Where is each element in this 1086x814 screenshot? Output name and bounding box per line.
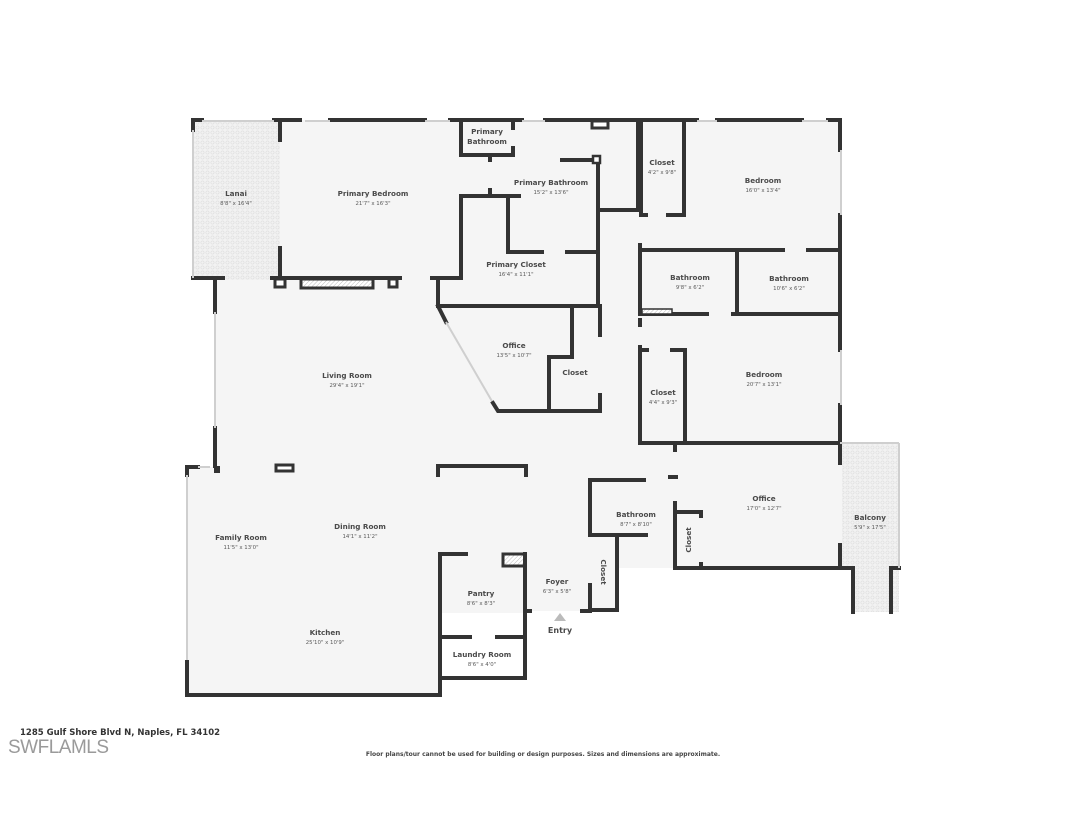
dining-room-label: Dining Room [334, 522, 386, 531]
lanai-dims: 8'8" x 16'4" [220, 201, 252, 207]
primary-bathroom-small-label: Primary [471, 127, 503, 136]
property-address: 1285 Gulf Shore Blvd N, Naples, FL 34102 [20, 728, 221, 738]
kitchen-label: Kitchen [310, 628, 341, 637]
bedroom-ne-label: Bedroom [745, 176, 781, 185]
balcony-floor [842, 443, 899, 612]
bathroom-e1-dims: 9'8" x 6'2" [676, 285, 704, 291]
primary-bedroom-label: Primary Bedroom [338, 189, 409, 198]
balcony-label: Balcony [854, 513, 886, 522]
closet-center-label: Closet [562, 368, 588, 377]
family-room-label: Family Room [215, 533, 267, 542]
mls-watermark: SWFLAMLS [8, 737, 109, 758]
foyer-label: Foyer [546, 577, 569, 586]
bathroom-e1-label: Bathroom [670, 273, 710, 282]
primary-closet-label: Primary Closet [486, 260, 546, 269]
office-se-label: Office [752, 494, 775, 503]
bedroom-e-label: Bedroom [746, 370, 782, 379]
bathroom-e2-dims: 10'6" x 6'2" [773, 286, 805, 292]
closet-ne-dims: 4'2" x 9'8" [648, 170, 676, 176]
closet-ne-label: Closet [649, 158, 675, 167]
primary-closet-dims: 16'4" x 11'1" [498, 272, 533, 278]
disclaimer-container: Floor plans/tour cannot be used for buil… [0, 751, 1086, 758]
bedroom-ne-dims: 16'0" x 13'4" [745, 188, 780, 194]
room-labels: Lanai 8'8" x 16'4" Primary Bedroom 21'7"… [215, 127, 886, 668]
entry-label: Entry [548, 626, 573, 635]
family-room-dims: 11'5" x 13'0" [223, 545, 258, 551]
laundry-room-dims: 8'6" x 4'0" [468, 662, 496, 668]
pantry-dims: 8'6" x 8'3" [467, 601, 495, 607]
primary-bedroom-dims: 21'7" x 16'3" [355, 201, 390, 207]
entry-arrow-icon [554, 613, 566, 621]
primary-bathroom-small-label-2: Bathroom [467, 137, 507, 146]
bedroom-e-dims: 20'7" x 13'1" [746, 382, 781, 388]
bathroom-s-dims: 8'7" x 8'10" [620, 522, 652, 528]
office-se-dims: 17'0" x 12'7" [746, 506, 781, 512]
bathroom-s-label: Bathroom [616, 510, 656, 519]
lanai-label: Lanai [225, 189, 247, 198]
laundry-room-label: Laundry Room [453, 650, 511, 659]
pantry-label: Pantry [468, 589, 495, 598]
living-room-dims: 29'4" x 19'1" [329, 383, 364, 389]
walls [185, 118, 901, 697]
closet-e-label: Closet [650, 388, 676, 397]
floor-fill [187, 120, 899, 695]
disclaimer-text: Floor plans/tour cannot be used for buil… [365, 751, 721, 758]
closet-e-dims: 4'4" x 9'3" [649, 400, 677, 406]
lanai-floor [193, 120, 280, 280]
primary-bathroom-label: Primary Bathroom [514, 178, 588, 187]
closet-foyer-label: Closet [599, 559, 608, 585]
windows [192, 120, 842, 468]
closet-office-label: Closet [684, 527, 693, 553]
office-center-dims: 13'5" x 10'7" [496, 353, 531, 359]
kitchen-dims: 25'10" x 10'9" [306, 640, 345, 646]
balcony-dims: 5'9" x 17'5" [854, 525, 886, 531]
living-room-label: Living Room [322, 371, 372, 380]
dining-room-dims: 14'1" x 11'2" [342, 534, 377, 540]
office-center-label: Office [502, 341, 525, 350]
primary-bathroom-dims: 15'2" x 13'6" [533, 190, 568, 196]
bathroom-e2-label: Bathroom [769, 274, 809, 283]
foyer-dims: 6'3" x 5'8" [543, 589, 571, 595]
